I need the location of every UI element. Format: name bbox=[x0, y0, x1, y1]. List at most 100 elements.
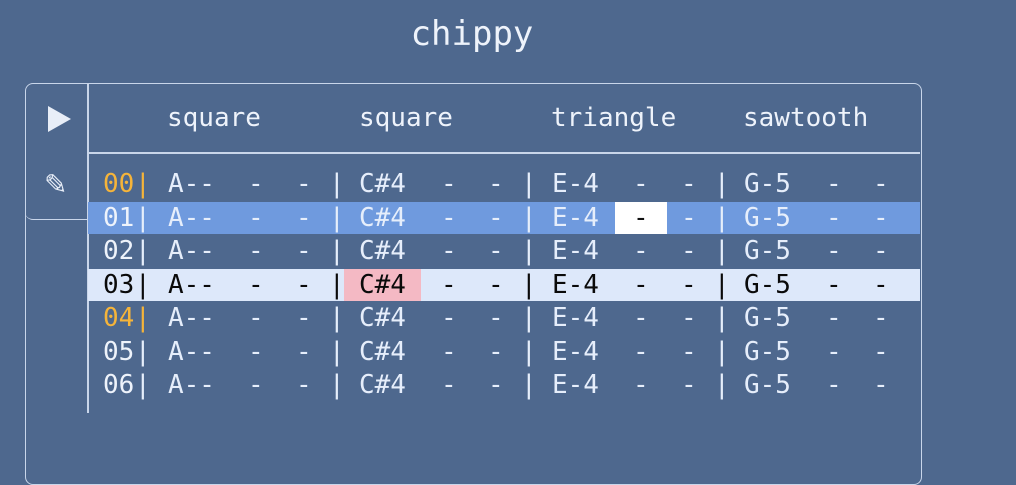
note-cell[interactable]: C#4 bbox=[359, 169, 406, 199]
pattern-row[interactable]: 06|A----|C#4--|E-4--|G-5-- bbox=[88, 369, 920, 401]
effect-cell[interactable]: - bbox=[873, 202, 889, 233]
instrument-cell[interactable]: - bbox=[248, 370, 264, 400]
channel-header[interactable]: triangle bbox=[551, 103, 677, 133]
note-cell[interactable]: A-- bbox=[168, 303, 215, 333]
note-cell[interactable]: G-5 bbox=[744, 336, 791, 367]
note-cell[interactable]: C#4 bbox=[359, 236, 406, 266]
pencil-icon[interactable]: ✎ bbox=[44, 168, 68, 201]
instrument-cell[interactable]: - bbox=[633, 336, 649, 367]
channel-header[interactable]: square bbox=[167, 103, 261, 133]
pattern-row[interactable]: 03|A----|C#4--|E-4--|G-5-- bbox=[88, 268, 920, 301]
note-cell[interactable]: C#4 bbox=[344, 268, 421, 301]
instrument-cell[interactable]: - bbox=[633, 370, 649, 400]
effect-cell[interactable]: - bbox=[488, 236, 504, 266]
instrument-cell[interactable]: - bbox=[826, 169, 842, 199]
effect-cell[interactable]: - bbox=[296, 169, 312, 199]
note-cell[interactable]: C#4 bbox=[359, 303, 406, 333]
note-cell[interactable]: G-5 bbox=[744, 269, 791, 300]
instrument-cell[interactable]: - bbox=[441, 236, 457, 266]
effect-cell[interactable]: - bbox=[873, 169, 889, 199]
note-cell[interactable]: C#4 bbox=[359, 336, 406, 367]
note-cell[interactable]: C#4 bbox=[359, 202, 406, 233]
effect-cell[interactable]: - bbox=[681, 269, 697, 300]
row-number: 06 bbox=[103, 370, 135, 400]
note-cell[interactable]: G-5 bbox=[744, 236, 791, 266]
effect-cell[interactable]: - bbox=[681, 202, 697, 233]
note-cell[interactable]: A-- bbox=[168, 202, 215, 233]
effect-cell[interactable]: - bbox=[873, 269, 889, 300]
effect-cell[interactable]: - bbox=[296, 202, 312, 233]
instrument-cell[interactable]: - bbox=[826, 269, 842, 300]
pattern-row[interactable]: 00|A----|C#4--|E-4--|G-5-- bbox=[88, 168, 920, 200]
note-cell[interactable]: E-4 bbox=[552, 269, 599, 300]
note-cell[interactable]: E-4 bbox=[552, 169, 599, 199]
pattern-row[interactable]: 04|A----|C#4--|E-4--|G-5-- bbox=[88, 302, 920, 334]
note-cell[interactable]: G-5 bbox=[744, 169, 791, 199]
pattern-row[interactable]: 05|A----|C#4--|E-4--|G-5-- bbox=[88, 336, 920, 368]
instrument-cell[interactable]: - bbox=[633, 169, 649, 199]
effect-cell[interactable]: - bbox=[681, 169, 697, 199]
effect-cell[interactable]: - bbox=[873, 236, 889, 266]
effect-cell[interactable]: - bbox=[681, 370, 697, 400]
note-cell[interactable]: A-- bbox=[168, 236, 215, 266]
effect-cell[interactable]: - bbox=[296, 336, 312, 367]
instrument-cell[interactable]: - bbox=[248, 236, 264, 266]
instrument-cell[interactable]: - bbox=[633, 236, 649, 266]
pattern-row[interactable]: 01|A----|C#4--|E-4--|G-5-- bbox=[88, 201, 920, 234]
instrument-cell[interactable]: - bbox=[633, 269, 649, 300]
effect-cell[interactable]: - bbox=[296, 236, 312, 266]
instrument-cell[interactable]: - bbox=[633, 303, 649, 333]
effect-cell[interactable]: - bbox=[488, 336, 504, 367]
effect-cell[interactable]: - bbox=[873, 370, 889, 400]
note-cell[interactable]: A-- bbox=[168, 370, 215, 400]
note-cell[interactable]: A-- bbox=[168, 336, 215, 367]
effect-cell[interactable]: - bbox=[488, 269, 504, 300]
column-separator: | bbox=[329, 336, 345, 367]
channel-header[interactable]: sawtooth bbox=[743, 103, 869, 133]
instrument-cell[interactable]: - bbox=[248, 269, 264, 300]
instrument-cell[interactable]: - bbox=[826, 303, 842, 333]
note-cell[interactable]: A-- bbox=[168, 169, 215, 199]
column-separator: | bbox=[714, 370, 730, 400]
instrument-cell[interactable]: - bbox=[248, 303, 264, 333]
effect-cell[interactable]: - bbox=[488, 303, 504, 333]
effect-cell[interactable]: - bbox=[488, 202, 504, 233]
effect-cell[interactable]: - bbox=[488, 169, 504, 199]
note-cell[interactable]: E-4 bbox=[552, 202, 599, 233]
instrument-cell[interactable]: - bbox=[441, 370, 457, 400]
effect-cell[interactable]: - bbox=[873, 303, 889, 333]
effect-cell[interactable]: - bbox=[681, 236, 697, 266]
instrument-cell[interactable]: - bbox=[826, 336, 842, 367]
instrument-cell[interactable]: - bbox=[441, 303, 457, 333]
instrument-cell[interactable]: - bbox=[826, 202, 842, 233]
effect-cell[interactable]: - bbox=[296, 269, 312, 300]
note-cell[interactable]: A-- bbox=[168, 269, 215, 300]
play-icon[interactable] bbox=[48, 106, 71, 132]
instrument-cell[interactable]: - bbox=[826, 236, 842, 266]
effect-cell[interactable]: - bbox=[488, 370, 504, 400]
instrument-cell[interactable]: - bbox=[441, 269, 457, 300]
instrument-cell[interactable]: - bbox=[248, 336, 264, 367]
instrument-cell[interactable]: - bbox=[615, 201, 667, 234]
note-cell[interactable]: C#4 bbox=[359, 370, 406, 400]
note-cell[interactable]: G-5 bbox=[744, 370, 791, 400]
instrument-cell[interactable]: - bbox=[248, 169, 264, 199]
instrument-cell[interactable]: - bbox=[441, 202, 457, 233]
channel-header[interactable]: square bbox=[359, 103, 453, 133]
pattern-row[interactable]: 02|A----|C#4--|E-4--|G-5-- bbox=[88, 235, 920, 267]
instrument-cell[interactable]: - bbox=[248, 202, 264, 233]
note-cell[interactable]: E-4 bbox=[552, 303, 599, 333]
instrument-cell[interactable]: - bbox=[441, 169, 457, 199]
effect-cell[interactable]: - bbox=[681, 336, 697, 367]
instrument-cell[interactable]: - bbox=[441, 336, 457, 367]
effect-cell[interactable]: - bbox=[681, 303, 697, 333]
effect-cell[interactable]: - bbox=[296, 370, 312, 400]
note-cell[interactable]: G-5 bbox=[744, 303, 791, 333]
instrument-cell[interactable]: - bbox=[826, 370, 842, 400]
note-cell[interactable]: E-4 bbox=[552, 370, 599, 400]
effect-cell[interactable]: - bbox=[296, 303, 312, 333]
effect-cell[interactable]: - bbox=[873, 336, 889, 367]
note-cell[interactable]: E-4 bbox=[552, 336, 599, 367]
note-cell[interactable]: G-5 bbox=[744, 202, 791, 233]
note-cell[interactable]: E-4 bbox=[552, 236, 599, 266]
